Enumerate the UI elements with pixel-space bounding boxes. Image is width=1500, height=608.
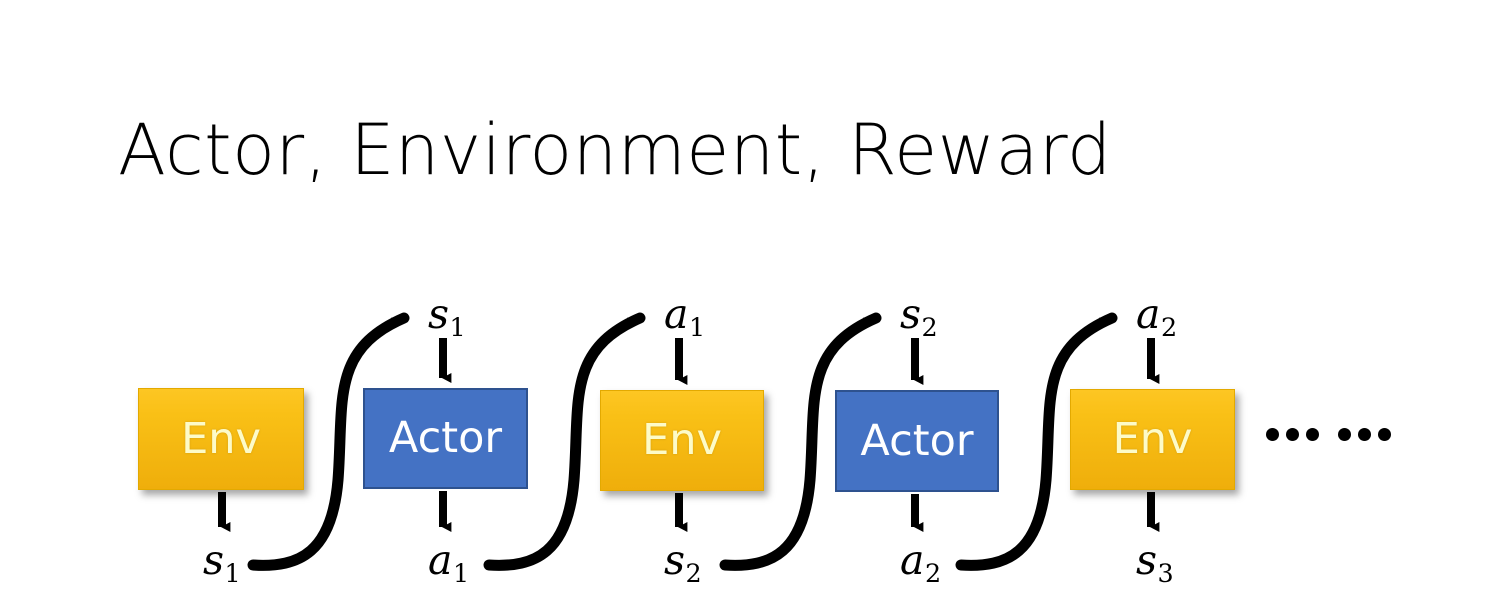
ellipsis-gap [1326, 434, 1331, 435]
node-actor-2[interactable]: Actor [835, 390, 999, 492]
curve-s2-to-next [719, 312, 882, 571]
symbol-base: s [428, 290, 450, 338]
symbol-subscript: 3 [1157, 557, 1174, 588]
ellipsis-dot [1266, 428, 1279, 441]
node-label: Actor [388, 413, 503, 463]
symbol-base: a [664, 290, 689, 338]
label-bottom-s3: s3 [1136, 540, 1174, 586]
ellipsis-icon [1266, 428, 1391, 441]
symbol-subscript: 1 [688, 311, 706, 342]
symbol-base: s [1136, 536, 1158, 584]
label-bottom-s2: s2 [664, 540, 702, 586]
curve-a2-to-next [955, 312, 1118, 571]
symbol-base: a [428, 536, 453, 584]
symbol-base: s [203, 536, 225, 584]
node-env-2[interactable]: Env [600, 390, 764, 491]
symbol-subscript: 1 [224, 557, 241, 588]
label-bottom-a1: a1 [428, 540, 469, 586]
node-actor-1[interactable]: Actor [363, 388, 528, 489]
symbol-subscript: 1 [452, 557, 470, 588]
page-title: Actor, Environment, Reward [118, 109, 1112, 191]
node-env-3[interactable]: Env [1070, 389, 1235, 490]
node-label: Actor [860, 415, 974, 466]
ellipsis-dot [1358, 428, 1371, 441]
symbol-subscript: 2 [921, 311, 938, 342]
node-label: Env [1112, 414, 1193, 464]
ellipsis-dot [1306, 428, 1319, 441]
node-label: Env [642, 415, 722, 465]
symbol-subscript: 2 [685, 557, 702, 588]
ellipsis-group-1 [1266, 428, 1319, 441]
symbol-base: a [900, 536, 925, 584]
ellipsis-dot [1378, 428, 1391, 441]
label-top-a2: a2 [1136, 294, 1177, 340]
curve-s1-to-next [247, 312, 410, 571]
node-label: Env [181, 413, 261, 464]
curve-a1-to-next [483, 312, 646, 571]
label-top-s1: s1 [428, 294, 466, 340]
label-bottom-a2: a2 [900, 540, 941, 586]
ellipsis-dot [1338, 428, 1351, 441]
symbol-subscript: 2 [1160, 311, 1178, 342]
symbol-subscript: 2 [924, 557, 942, 588]
symbol-subscript: 1 [449, 311, 466, 342]
label-top-s2: s2 [900, 294, 938, 340]
label-top-a1: a1 [664, 294, 705, 340]
node-env-1[interactable]: Env [138, 388, 304, 490]
label-bottom-s1: s1 [203, 540, 241, 586]
ellipsis-dot [1286, 428, 1299, 441]
symbol-base: a [1136, 290, 1161, 338]
symbol-base: s [900, 290, 922, 338]
ellipsis-group-2 [1338, 428, 1391, 441]
symbol-base: s [664, 536, 686, 584]
